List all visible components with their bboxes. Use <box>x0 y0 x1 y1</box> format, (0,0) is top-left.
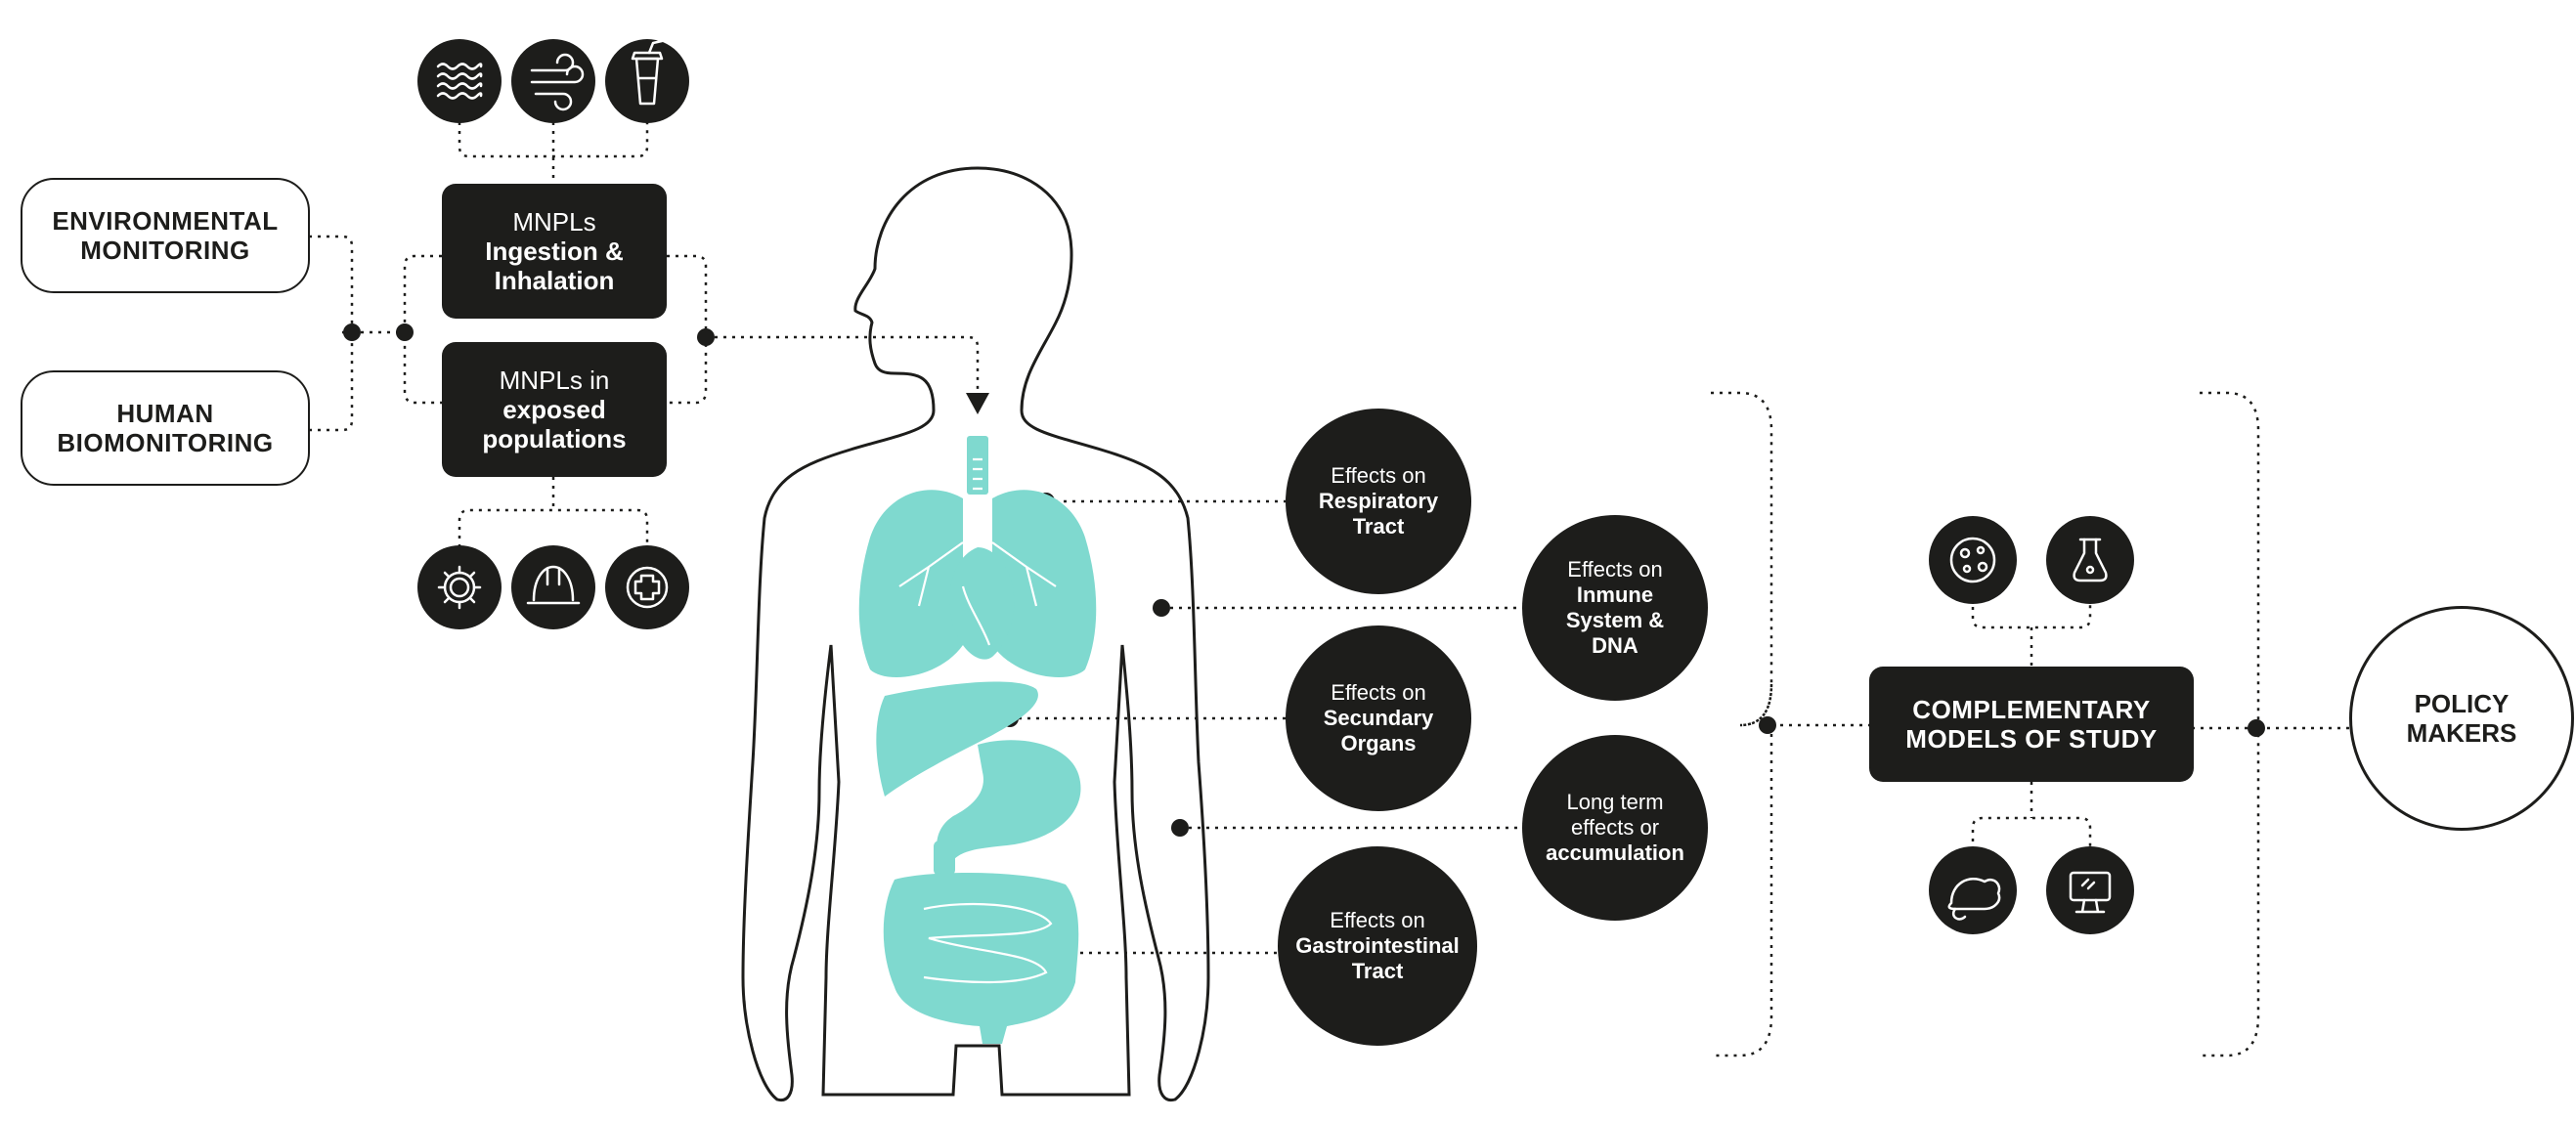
arrow-head-icon <box>966 393 989 414</box>
liver-shape <box>876 681 1038 797</box>
populations-line2: exposed <box>502 395 606 424</box>
effects-gastrointestinal-circle: Effects on Gastrointestinal Tract <box>1278 846 1477 1046</box>
ingestion-line1: MNPLs <box>512 207 596 237</box>
trachea-shape <box>967 436 988 495</box>
models-animal-icon-circle <box>1929 846 2017 934</box>
health-icon-circle <box>605 545 689 629</box>
left-lung-shape <box>858 490 963 677</box>
immune-line3: System & <box>1565 608 1665 632</box>
mnpls-ingestion-inhalation-box: MNPLs Ingestion & Inhalation <box>442 184 667 319</box>
models-chemistry-icon-circle <box>2046 516 2134 604</box>
immune-line1: Effects on <box>1567 557 1663 582</box>
longterm-line2: effects or <box>1570 815 1660 840</box>
longterm-line1: Long term <box>1566 790 1664 814</box>
human-body-silhouette <box>741 166 1210 1102</box>
immune-line4: DNA <box>1592 633 1638 658</box>
models-line2: MODELS OF STUDY <box>1905 724 2158 754</box>
models-line1: COMPLEMENTARY <box>1912 695 2151 724</box>
human-biomonitoring-box: HUMAN BIOMONITORING <box>21 370 310 486</box>
environmental-monitoring-line2: MONITORING <box>80 236 250 265</box>
air-icon-circle <box>511 39 595 123</box>
stomach-shape <box>937 740 1081 860</box>
environmental-monitoring-box: ENVIRONMENTAL MONITORING <box>21 178 310 293</box>
water-icon-circle <box>417 39 502 123</box>
industry-icon-circle <box>417 545 502 629</box>
ingestion-line2: Ingestion & <box>485 237 624 266</box>
models-cell-icon-circle <box>1929 516 2017 604</box>
effects-immune-circle: Effects on Inmune System & DNA <box>1522 515 1708 701</box>
effects-respiratory-circle: Effects on Respiratory Tract <box>1286 409 1471 594</box>
gastro-line1: Effects on <box>1330 908 1425 932</box>
mnpls-exposed-populations-box: MNPLs in exposed populations <box>442 342 667 477</box>
effects-secondary-organs-circle: Effects on Secundary Organs <box>1286 625 1471 811</box>
secondary-line3: Organs <box>1340 731 1417 755</box>
ingestion-line3: Inhalation <box>494 266 615 295</box>
human-biomonitoring-line2: BIOMONITORING <box>57 428 274 457</box>
workers-icon-circle <box>511 545 595 629</box>
respiratory-line2: Respiratory <box>1318 489 1439 513</box>
models-computer-icon-circle <box>2046 846 2134 934</box>
gastro-line3: Tract <box>1351 959 1404 983</box>
human-biomonitoring-line1: HUMAN <box>116 399 214 428</box>
longterm-line3: accumulation <box>1546 841 1684 865</box>
organ-details <box>898 457 1057 984</box>
policy-line1: POLICY <box>2414 689 2510 718</box>
populations-line1: MNPLs in <box>499 366 610 395</box>
policy-line2: MAKERS <box>2406 718 2517 748</box>
organs-illustration <box>858 436 1097 1044</box>
food-icon-circle <box>605 39 689 123</box>
effects-longterm-circle: Long term effects or accumulation <box>1522 735 1708 921</box>
policy-makers-circle: POLICY MAKERS <box>2349 606 2574 831</box>
intestines-shape <box>883 873 1079 1044</box>
environmental-monitoring-line1: ENVIRONMENTAL <box>52 206 279 236</box>
gastro-line2: Gastrointestinal <box>1295 933 1460 958</box>
respiratory-line1: Effects on <box>1331 463 1426 488</box>
populations-line3: populations <box>482 424 627 453</box>
secondary-line1: Effects on <box>1331 680 1426 705</box>
heart-shape <box>949 547 1015 660</box>
secondary-line2: Secundary <box>1323 706 1434 730</box>
complementary-models-box: COMPLEMENTARY MODELS OF STUDY <box>1869 667 2194 782</box>
immune-line2: Inmune <box>1576 582 1654 607</box>
right-lung-shape <box>992 490 1097 677</box>
respiratory-line3: Tract <box>1352 514 1405 539</box>
